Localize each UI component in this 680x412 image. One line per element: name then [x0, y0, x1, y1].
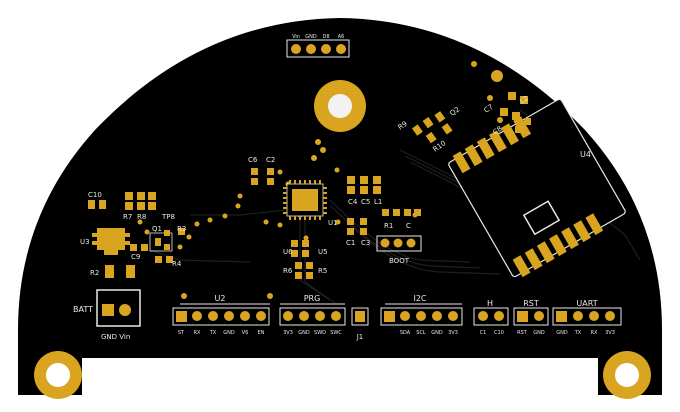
c-small-label: C [406, 222, 411, 230]
r4-label: R4 [172, 260, 182, 268]
c10 [88, 200, 106, 209]
i2c-label: I2C [413, 294, 426, 303]
l1-label: L1 [374, 198, 382, 206]
c3-label: C3 [361, 239, 370, 247]
boot-label: BOOT [389, 257, 410, 265]
u2-pin-1: RX [194, 330, 201, 336]
u2-pin-4: V6 [242, 330, 249, 336]
c1-label: C1 [346, 239, 355, 247]
rst-label: RST [523, 299, 539, 308]
uart-header [552, 307, 622, 326]
j1 [351, 307, 369, 326]
rst-pin-0: RST [517, 330, 528, 336]
c2-label: C2 [266, 156, 275, 164]
prg-pin-2: SWD [314, 330, 326, 336]
c6-c2 [251, 168, 274, 185]
r2-label: R2 [90, 269, 99, 277]
l2-label: L2 [519, 94, 530, 105]
r2 [105, 265, 135, 278]
c9-r4 [130, 244, 173, 263]
tp8-label: TP8 [161, 213, 175, 221]
u5-label: U5 [318, 248, 328, 256]
u2-pin-0: ST [178, 330, 185, 336]
u1-chip [283, 180, 327, 220]
rst-pin-1: GND [533, 330, 545, 336]
i2c-pin-2: GND [431, 330, 443, 336]
prg-pin-0: 3V3 [283, 330, 293, 336]
mounting-hole-right [603, 351, 651, 399]
r8-label: R8 [137, 213, 146, 221]
uart-pin-1: TX [574, 330, 582, 336]
top-header-pin-1: GND [305, 34, 317, 40]
u4-label: U4 [580, 150, 591, 159]
r3-label: R3 [177, 225, 186, 233]
q2-group [411, 111, 453, 144]
q1-label: Q1 [152, 225, 162, 233]
j1-label: J1 [356, 333, 364, 341]
r5-label: R5 [318, 267, 327, 275]
uart-label: UART [576, 299, 597, 308]
r3-q1 [149, 228, 185, 252]
r1-c [382, 209, 421, 216]
r7-label: R7 [123, 213, 132, 221]
u6-label: U6 [283, 248, 293, 256]
h-label: H [487, 299, 493, 308]
i2c-header [380, 303, 463, 326]
u2-header [172, 293, 273, 326]
i2c-pin-0: SDA [400, 330, 411, 336]
u6-u5-r6-r5 [291, 240, 313, 279]
c4-c5-l1 [347, 176, 381, 194]
mounting-hole-top [314, 80, 366, 132]
u3 [92, 228, 130, 255]
h-pin-1: C10 [494, 330, 504, 336]
c7-label: C7 [483, 103, 495, 115]
u2-pin-3: GND [223, 330, 235, 336]
rst-header [513, 307, 549, 326]
i2c-pin-3: 3V3 [448, 330, 458, 336]
c8-label: C8 [492, 125, 504, 137]
r9-label: R9 [397, 120, 409, 132]
boot-header [376, 235, 422, 252]
prg-header [279, 303, 346, 326]
c10-label: C10 [88, 191, 102, 199]
prg-pin-3: SWC [330, 330, 342, 336]
gnd-vin-label: GND Vin [101, 333, 130, 341]
l2-group [500, 92, 531, 133]
c5-label: C5 [361, 198, 370, 206]
uart-pin-3: 3V3 [605, 330, 615, 336]
top-header-pin-3: A6 [338, 34, 345, 40]
mounting-hole-left [34, 351, 82, 399]
top-header-pin-0: Vin [292, 34, 300, 40]
u4-module [448, 98, 626, 278]
i2c-pin-1: SCL [416, 330, 426, 336]
r6-label: R6 [283, 267, 293, 275]
batt-label: BATT [73, 305, 93, 314]
top-header [286, 39, 350, 58]
top-header-pin-2: D8 [322, 34, 329, 40]
prg-pin-1: GND [298, 330, 310, 336]
r1-label: R1 [384, 222, 393, 230]
c6-label: C6 [248, 156, 258, 164]
h-header [473, 307, 509, 326]
uart-pin-0: GND [556, 330, 568, 336]
r7-r8 [125, 192, 156, 210]
u3-label: U3 [80, 238, 90, 246]
prg-label: PRG [304, 294, 321, 303]
c1-c3 [347, 218, 367, 235]
vias [137, 61, 503, 250]
batt-connector [96, 289, 141, 327]
u2-label: U2 [215, 294, 226, 303]
u2-pin-5: EN [258, 330, 265, 336]
c4-label: C4 [348, 198, 358, 206]
h-pin-0: C1 [480, 330, 487, 336]
u2-pin-2: TX [209, 330, 217, 336]
u1-label: U1 [328, 219, 338, 227]
uart-pin-2: RX [591, 330, 598, 336]
c9-label: C9 [131, 253, 140, 261]
